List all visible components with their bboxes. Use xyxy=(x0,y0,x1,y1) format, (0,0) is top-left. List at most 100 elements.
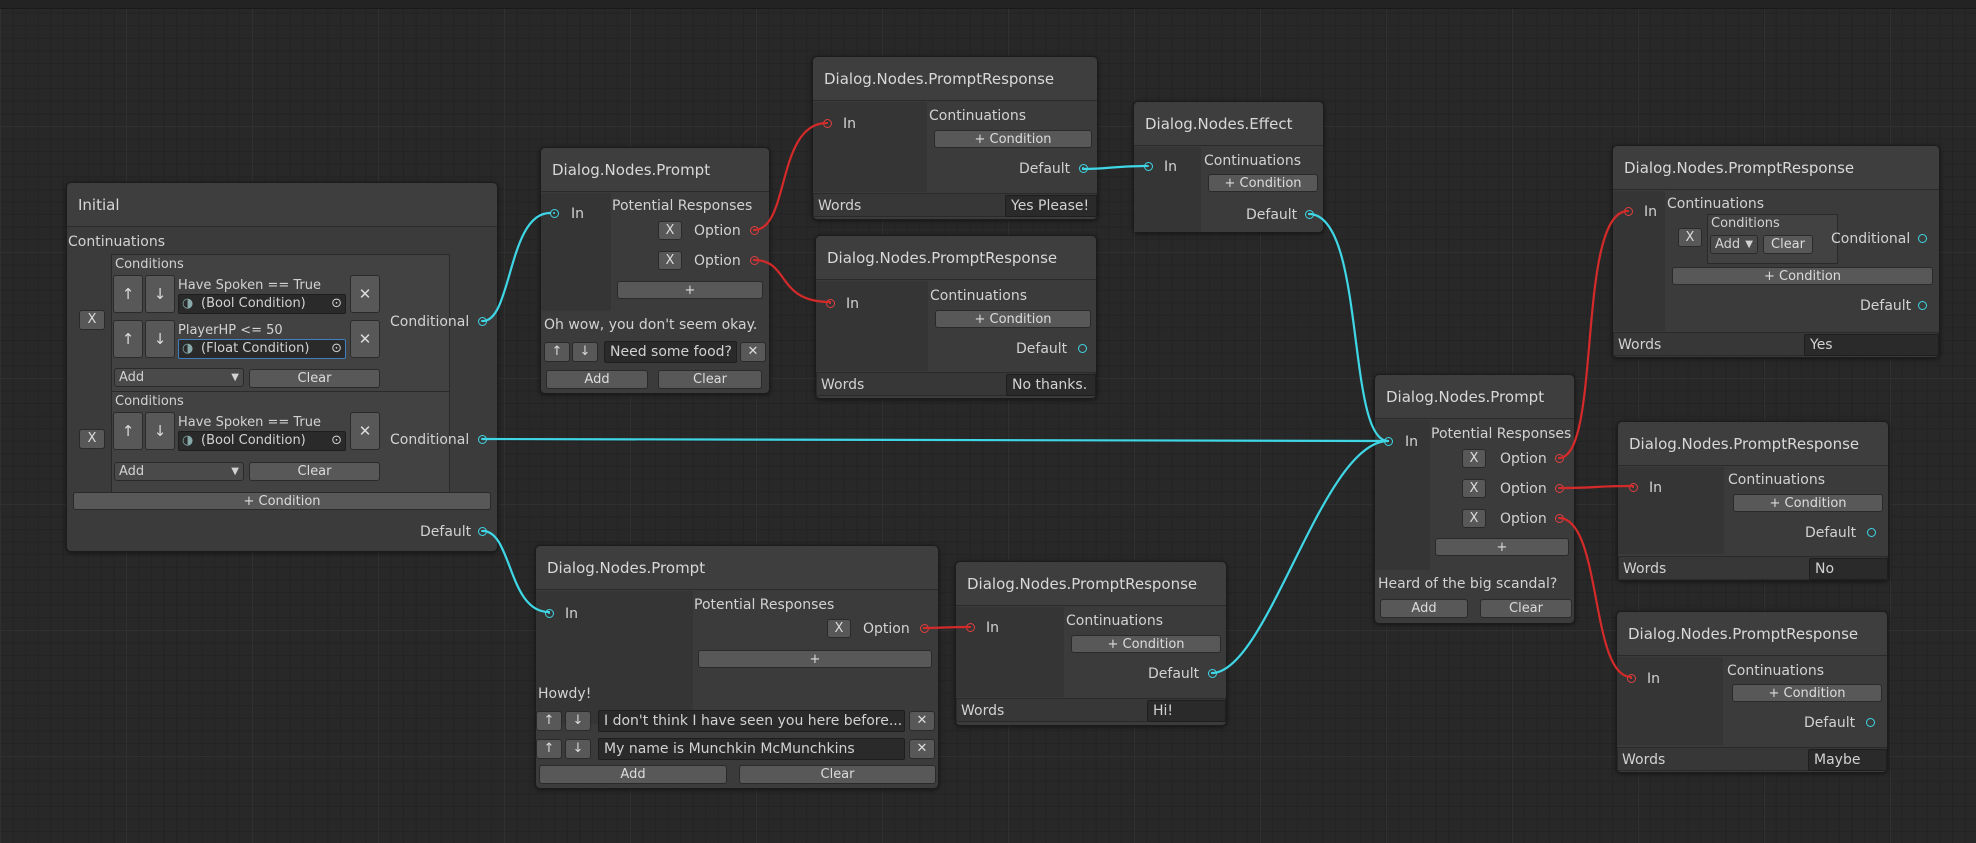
add-condition-button[interactable]: + Condition xyxy=(1732,684,1882,702)
add-condition-button[interactable]: + Condition xyxy=(1733,494,1883,512)
move-down-button[interactable]: ↓ xyxy=(145,320,175,358)
in-port[interactable] xyxy=(966,623,975,632)
option-output-port[interactable] xyxy=(1555,454,1564,463)
add-option-button[interactable]: + xyxy=(698,650,932,668)
prompt-response-node-hi[interactable]: Dialog.Nodes.PromptResponse In Continuat… xyxy=(955,561,1227,726)
object-picker-icon[interactable]: ⊙ xyxy=(331,296,342,311)
clear-lines-button[interactable]: Clear xyxy=(1480,599,1572,618)
words-field[interactable]: Maybe xyxy=(1808,749,1887,771)
words-field[interactable]: No xyxy=(1809,558,1888,580)
object-picker-icon[interactable]: ⊙ xyxy=(331,341,342,356)
add-option-button[interactable]: + xyxy=(1435,538,1569,556)
remove-option-button[interactable]: X xyxy=(827,619,851,638)
move-up-button[interactable]: ↑ xyxy=(113,275,143,313)
add-condition-button[interactable]: + Condition xyxy=(1208,174,1318,192)
words-field[interactable]: Yes Please! xyxy=(1005,195,1097,217)
move-up-button[interactable]: ↑ xyxy=(113,412,143,450)
add-condition-dropdown[interactable]: Add▼ xyxy=(114,368,244,387)
prompt-node-scandal[interactable]: Dialog.Nodes.Prompt In Potential Respons… xyxy=(1374,374,1575,624)
prompt-response-node-no[interactable]: Dialog.Nodes.PromptResponse In Continuat… xyxy=(1617,421,1889,581)
move-down-button[interactable]: ↓ xyxy=(565,739,591,759)
clear-conditions-button[interactable]: Clear xyxy=(249,369,380,388)
prompt-response-node-yes[interactable]: Dialog.Nodes.PromptResponse In Continuat… xyxy=(1612,145,1940,358)
prompt-text[interactable]: Heard of the big scandal? xyxy=(1378,576,1558,592)
add-condition-button[interactable]: + Condition xyxy=(1672,267,1933,285)
in-port[interactable] xyxy=(1629,483,1638,492)
conditional-output-port[interactable] xyxy=(478,317,487,326)
clear-conditions-button[interactable]: Clear xyxy=(1763,235,1813,254)
move-down-button[interactable]: ↓ xyxy=(145,412,175,450)
default-output-port[interactable] xyxy=(1866,718,1875,727)
remove-option-button[interactable]: X xyxy=(658,221,682,240)
conditional-output-port[interactable] xyxy=(1918,234,1927,243)
move-down-button[interactable]: ↓ xyxy=(572,342,598,362)
option-output-port[interactable] xyxy=(750,256,759,265)
condition-object-field[interactable]: ◑ (Float Condition) ⊙ xyxy=(178,339,346,359)
option-output-port[interactable] xyxy=(920,624,929,633)
move-up-button[interactable]: ↑ xyxy=(536,711,562,731)
remove-option-button[interactable]: X xyxy=(658,251,682,270)
condition-object-field[interactable]: ◑ (Bool Condition) ⊙ xyxy=(178,294,346,314)
in-port[interactable] xyxy=(1624,207,1633,216)
in-port[interactable] xyxy=(545,609,554,618)
move-down-button[interactable]: ↓ xyxy=(565,711,591,731)
move-down-button[interactable]: ↓ xyxy=(145,275,175,313)
default-output-port[interactable] xyxy=(1079,164,1088,173)
in-port[interactable] xyxy=(1144,162,1153,171)
in-port[interactable] xyxy=(823,119,832,128)
words-field[interactable]: Hi! xyxy=(1147,700,1226,722)
option-output-port[interactable] xyxy=(1555,484,1564,493)
move-up-button[interactable]: ↑ xyxy=(544,342,570,362)
default-output-port[interactable] xyxy=(1208,669,1217,678)
remove-condition-button[interactable]: ✕ xyxy=(350,275,380,313)
default-output-port[interactable] xyxy=(1078,344,1087,353)
add-condition-dropdown[interactable]: Add▼ xyxy=(1710,235,1758,254)
add-option-button[interactable]: + xyxy=(617,281,763,299)
default-output-port[interactable] xyxy=(1305,210,1314,219)
prompt-response-node-maybe[interactable]: Dialog.Nodes.PromptResponse In Continuat… xyxy=(1616,611,1888,773)
remove-condition-button[interactable]: ✕ xyxy=(350,412,380,450)
add-condition-button[interactable]: + Condition xyxy=(934,130,1092,148)
clear-conditions-button[interactable]: Clear xyxy=(249,462,380,481)
clear-lines-button[interactable]: Clear xyxy=(739,765,936,784)
add-condition-dropdown[interactable]: Add▼ xyxy=(114,462,244,481)
remove-option-button[interactable]: X xyxy=(1462,479,1486,498)
words-field[interactable]: No thanks. xyxy=(1006,374,1096,396)
clear-lines-button[interactable]: Clear xyxy=(658,370,762,389)
prompt-node-bottom[interactable]: Dialog.Nodes.Prompt In Potential Respons… xyxy=(535,545,939,789)
effect-node[interactable]: Dialog.Nodes.Effect In Continuations + C… xyxy=(1133,101,1324,233)
conditional-output-port[interactable] xyxy=(478,435,487,444)
initial-node[interactable]: Initial Continuations X Conditions ↑ ↓ H… xyxy=(66,182,498,552)
move-up-button[interactable]: ↑ xyxy=(113,320,143,358)
remove-condition-group-button[interactable]: X xyxy=(1678,228,1702,247)
remove-condition-button[interactable]: ✕ xyxy=(350,320,380,358)
prompt-response-node-yes-please[interactable]: Dialog.Nodes.PromptResponse In Continuat… xyxy=(812,56,1098,220)
prompt-node-top[interactable]: Dialog.Nodes.Prompt In Potential Respons… xyxy=(540,147,770,394)
option-output-port[interactable] xyxy=(750,226,759,235)
prompt-response-node-no-thanks[interactable]: Dialog.Nodes.PromptResponse In Continuat… xyxy=(815,235,1097,399)
add-line-button[interactable]: Add xyxy=(1380,599,1468,618)
default-output-port[interactable] xyxy=(1867,528,1876,537)
add-condition-button[interactable]: + Condition xyxy=(1071,635,1221,653)
add-line-button[interactable]: Add xyxy=(539,765,727,784)
option-output-port[interactable] xyxy=(1555,514,1564,523)
in-port[interactable] xyxy=(1384,437,1393,446)
move-up-button[interactable]: ↑ xyxy=(536,739,562,759)
add-condition-button[interactable]: + Condition xyxy=(935,310,1091,328)
remove-line-button[interactable]: ✕ xyxy=(740,342,766,362)
in-port[interactable] xyxy=(550,209,559,218)
prompt-line-field[interactable]: My name is Munchkin McMunchkins xyxy=(598,738,905,760)
prompt-text[interactable]: Howdy! xyxy=(538,686,592,702)
default-output-port[interactable] xyxy=(1918,301,1927,310)
add-line-button[interactable]: Add xyxy=(546,370,648,389)
prompt-line-field[interactable]: I don't think I have seen you here befor… xyxy=(598,710,905,732)
in-port[interactable] xyxy=(1627,674,1636,683)
remove-line-button[interactable]: ✕ xyxy=(909,711,935,731)
remove-option-button[interactable]: X xyxy=(1462,449,1486,468)
object-picker-icon[interactable]: ⊙ xyxy=(331,433,342,448)
prompt-text[interactable]: Oh wow, you don't seem okay. xyxy=(544,317,758,333)
add-condition-button[interactable]: + Condition xyxy=(73,492,491,510)
remove-condition-group-button[interactable]: X xyxy=(79,429,105,449)
prompt-line-field[interactable]: Need some food? xyxy=(604,341,737,363)
in-port[interactable] xyxy=(826,299,835,308)
